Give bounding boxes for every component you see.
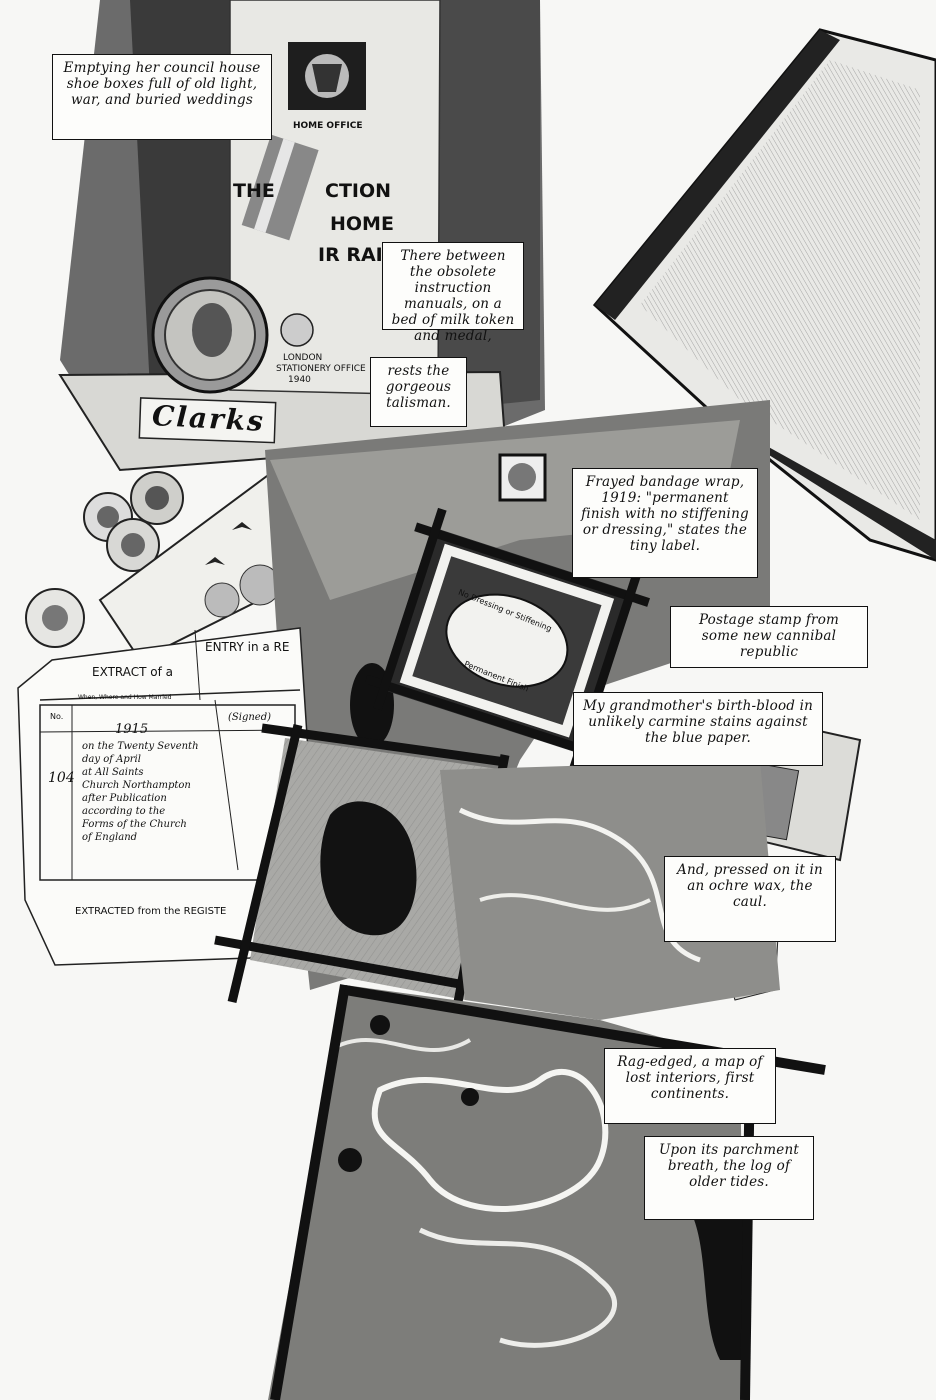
certificate-entry-line: on the Twenty Seventh xyxy=(82,741,199,752)
certificate-heading-1: EXTRACT of a xyxy=(92,665,174,679)
caption-shoe-boxes: Emptying her council house shoe boxes fu… xyxy=(52,54,272,140)
manual-title-4: IR RAID xyxy=(318,244,399,266)
certificate-entry-line: at All Saints xyxy=(82,767,144,778)
manual-publisher-2: STATIONERY OFFICE xyxy=(276,364,366,374)
certificate-col-when: When, Where and How Married xyxy=(78,694,172,701)
certificate-entry-lines: on the Twenty Seventh day of April at Al… xyxy=(82,740,222,844)
certificate-heading-2: ENTRY in a RE xyxy=(205,640,290,654)
certificate-year: 1915 xyxy=(115,722,149,737)
manual-title-3: HOME xyxy=(330,213,394,235)
manual-publisher-1: LONDON xyxy=(283,353,323,363)
manual-year: 1940 xyxy=(288,375,311,385)
certificate-entry-line: after Publication xyxy=(82,793,167,804)
caption-postage-stamp: Postage stamp from some new cannibal rep… xyxy=(670,606,868,668)
wedding-photograph xyxy=(98,468,322,662)
certificate-entry-no: 104 xyxy=(48,770,75,786)
shoebox-brand: Clarks xyxy=(151,399,266,438)
certificate-entry-line: of England xyxy=(82,832,138,843)
certificate-entry-line: according to the xyxy=(82,806,166,817)
caption-map: Rag-edged, a map of lost interiors, firs… xyxy=(604,1048,776,1124)
coins xyxy=(25,471,184,648)
certificate-col-signed: (Signed) xyxy=(228,712,272,723)
caption-bandage-wrap: Frayed bandage wrap, 1919: "permanent fi… xyxy=(572,468,758,578)
caption-instruction-manuals: There between the obsolete instruction m… xyxy=(382,242,524,344)
certificate-entry-line: day of April xyxy=(82,754,141,765)
manual-title-1: THE xyxy=(233,180,275,202)
caption-talisman: rests the gorgeous talisman. xyxy=(370,357,467,427)
certificate-footer: EXTRACTED from the REGISTE xyxy=(75,906,227,917)
caption-birth-blood: My grandmother's birth-blood in unlikely… xyxy=(573,692,823,766)
caul-panel xyxy=(214,723,510,1004)
war-medal xyxy=(151,134,319,394)
caption-parchment: Upon its parchment breath, the log of ol… xyxy=(644,1136,814,1220)
caption-caul: And, pressed on it in an ochre wax, the … xyxy=(664,856,836,942)
certificate-col-no: No. xyxy=(50,712,64,721)
manual-department: HOME OFFICE xyxy=(293,121,363,131)
certificate-entry-line: Forms of the Church xyxy=(82,819,187,830)
manual-title-2: CTION xyxy=(325,180,392,202)
certificate-entry-line: Church Northampton xyxy=(82,780,191,791)
